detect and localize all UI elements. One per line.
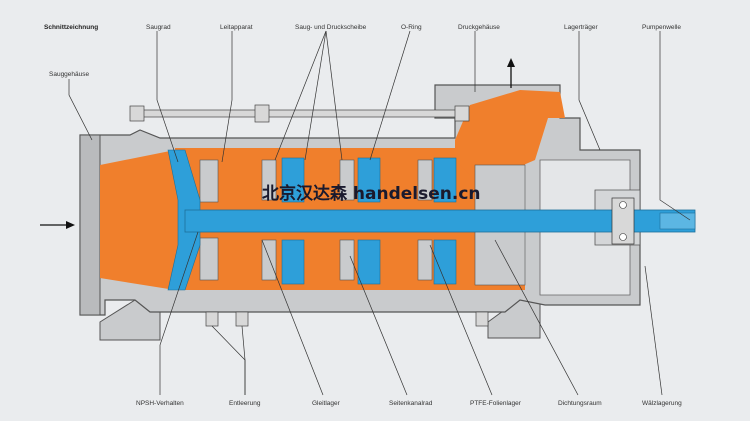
tie-bolts xyxy=(129,104,489,327)
label-pumpenwelle: Pumpenwelle xyxy=(642,24,681,31)
label-leitapparat: Leitapparat xyxy=(220,24,253,31)
label-seitenkanalrad: Seitenkanalrad xyxy=(389,400,433,407)
label-saugrad: Saugrad xyxy=(146,24,171,31)
outlet-arrow-icon xyxy=(507,58,515,67)
label-sauggehaeuse: Sauggehäuse xyxy=(49,71,90,78)
label-lagertraeger: Lagerträger xyxy=(564,24,598,31)
part-labels: Schnittzeichnung Sauggehäuse Saugrad Lei… xyxy=(44,24,682,407)
inlet-arrow-icon xyxy=(66,221,75,229)
label-druckgehaeuse: Druckgehäuse xyxy=(458,24,500,31)
watermark-text: 北京汉达森 handelsen.cn xyxy=(262,183,481,204)
diagram-title: Schnittzeichnung xyxy=(44,24,98,31)
base-feet xyxy=(99,299,541,341)
flow-arrows xyxy=(40,58,515,229)
label-waelzlagerung: Wälzlagerung xyxy=(642,400,682,407)
label-npsh: NPSH-Verhalten xyxy=(136,400,184,407)
label-saug-druckscheibe: Saug- und Druckscheibe xyxy=(295,24,367,31)
pump-shaft xyxy=(184,197,696,245)
label-gleitlager: Gleitlager xyxy=(312,400,341,407)
label-o-ring: O-Ring xyxy=(401,24,422,31)
label-entleerung: Entleerung xyxy=(229,400,261,407)
leader-lines xyxy=(68,30,691,396)
impellers xyxy=(167,149,457,291)
label-dichtungsraum: Dichtungsraum xyxy=(558,400,602,407)
label-ptfe: PTFE-Folienlager xyxy=(470,400,522,407)
